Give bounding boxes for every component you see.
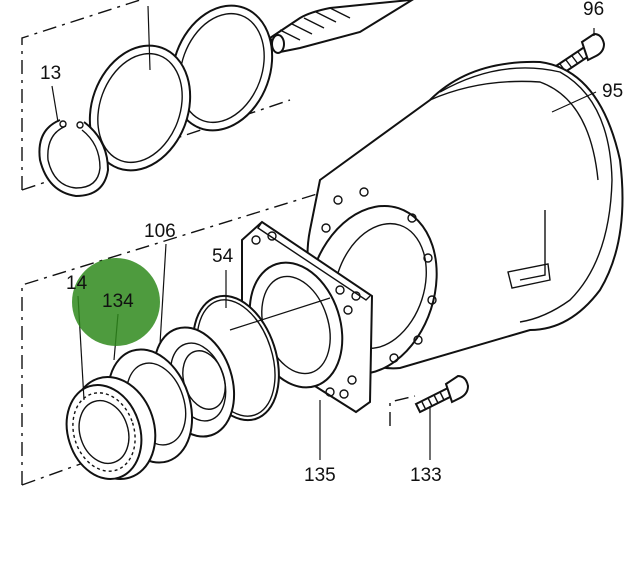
bearing-part (65, 376, 157, 480)
part-label-13: 13 (40, 63, 62, 84)
shaft-part (268, 0, 414, 54)
part-label-14: 14 (66, 273, 88, 294)
bolt-part-133 (414, 374, 470, 414)
circlip-part (38, 119, 110, 198)
part-label-106: 106 (144, 221, 176, 242)
part-label-133: 133 (410, 465, 442, 486)
part-label-96: 96 (583, 0, 605, 20)
ring-pair-upper (88, 4, 274, 172)
bolt-part-96 (554, 32, 606, 76)
part-label-54: 54 (212, 246, 234, 267)
part-label-135: 135 (304, 465, 336, 486)
highlight-marker (72, 258, 160, 346)
leader-lines (51, 5, 597, 460)
part-label-95: 95 (602, 81, 624, 102)
part-label-134: 134 (102, 291, 134, 312)
